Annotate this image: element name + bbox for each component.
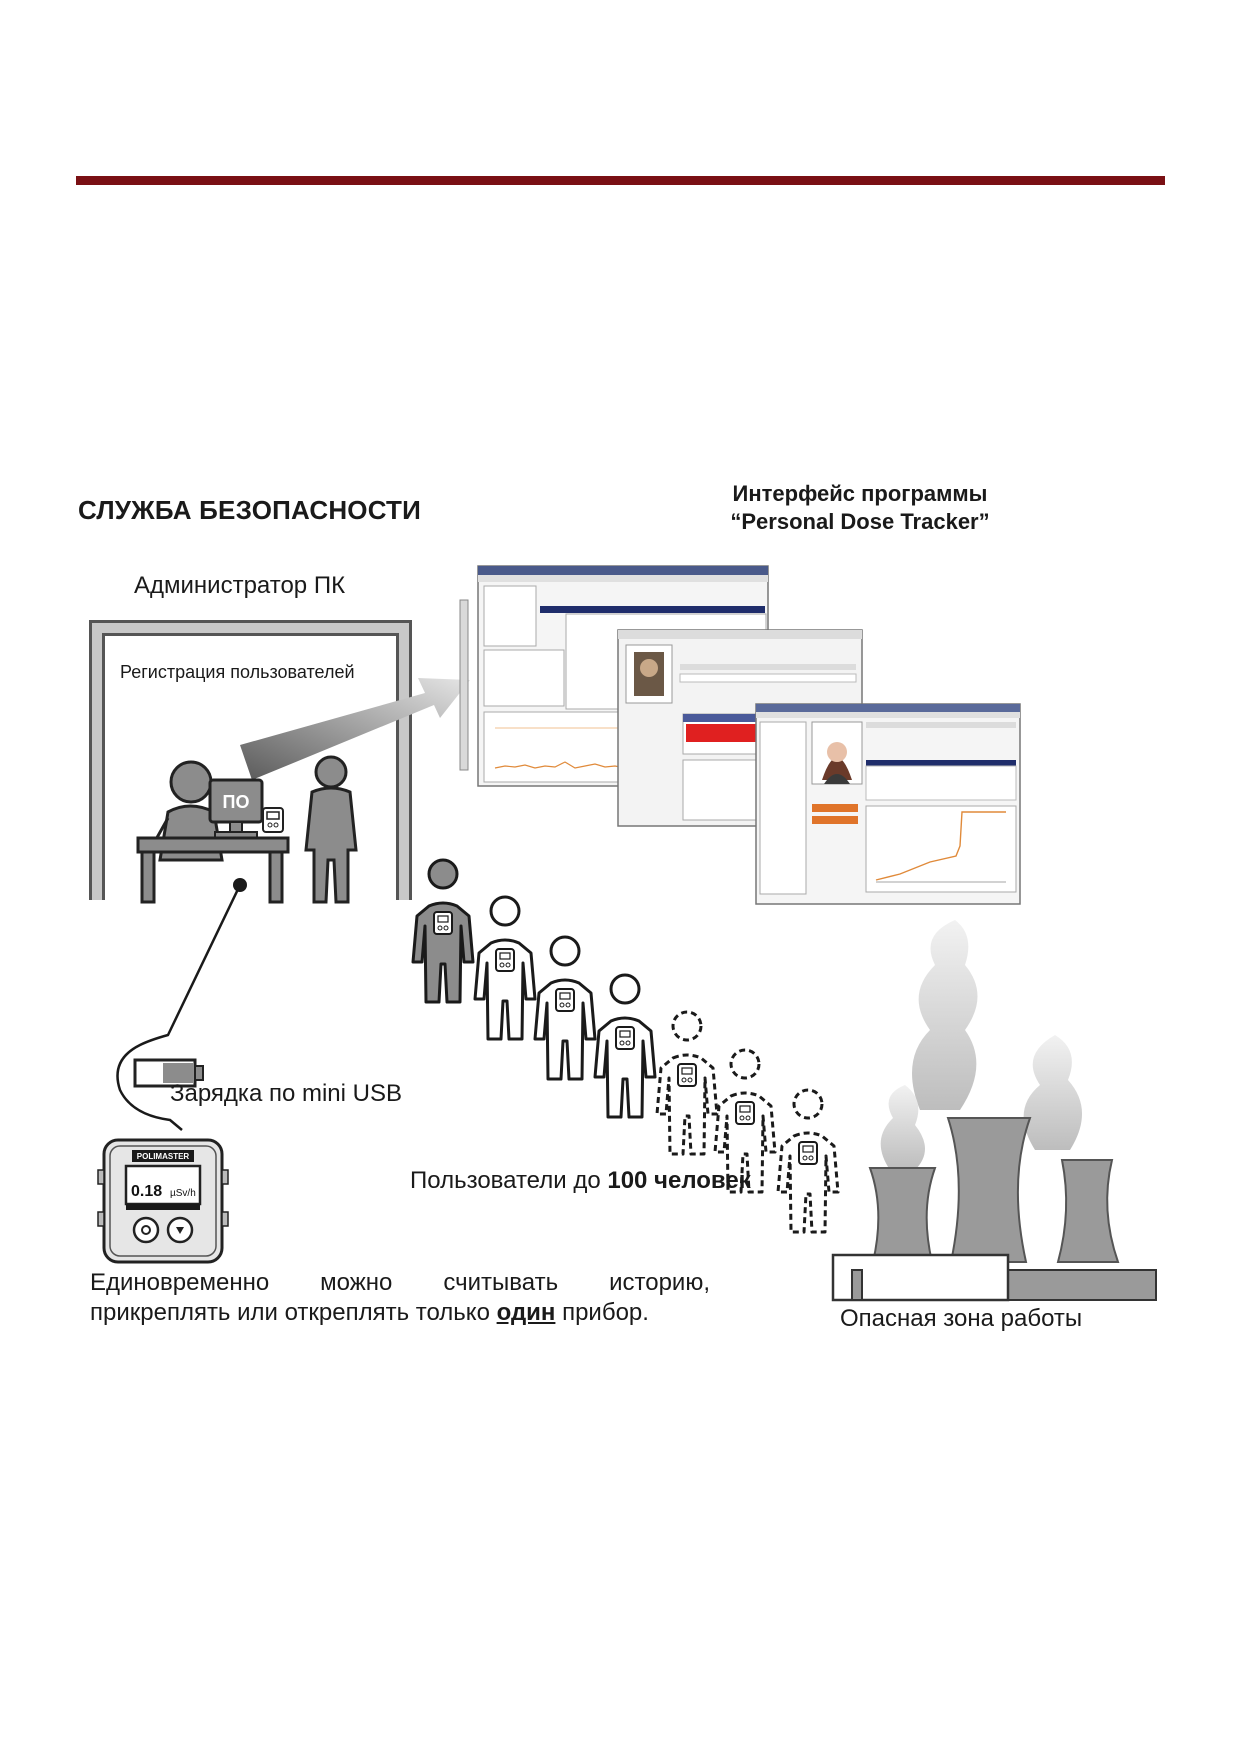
worn-dosimeter-button (808, 1155, 814, 1161)
admin-pc-label: Администратор ПК (134, 572, 346, 599)
software-title-line1: Интерфейс программы (732, 481, 988, 506)
users-label-bold: 100 человек (607, 1167, 751, 1194)
screenshot-window-3 (755, 703, 1021, 905)
desk (136, 836, 290, 904)
worn-dosimeter (433, 911, 453, 935)
worn-dosimeter-screen (619, 1030, 631, 1038)
worn-dosimeter-screen (437, 915, 449, 923)
user-head (427, 858, 459, 890)
user-body (713, 1091, 777, 1194)
worn-dosimeter (555, 988, 575, 1012)
registration-room-frame (89, 620, 412, 900)
user-figure (593, 973, 657, 1119)
note-part2: прибор. (555, 1299, 649, 1326)
worn-dosimeter-button (443, 925, 449, 931)
device-left-button (132, 1216, 160, 1244)
user-figure (411, 858, 475, 1004)
single-device-note: Единовременно можно считывать историю, п… (90, 1268, 710, 1328)
worn-dosimeter (798, 1141, 818, 1165)
worn-dosimeter-button (505, 962, 511, 968)
dosimeter-device: POLIMASTER 0.18 µSv/h (97, 1138, 229, 1264)
user-figure (776, 1088, 840, 1234)
user-body (533, 978, 597, 1081)
battery-icon (133, 1058, 204, 1088)
device-unit: µSv/h (170, 1188, 196, 1199)
docking-device (262, 807, 284, 833)
worn-dosimeter-button (619, 1040, 625, 1046)
user-head (729, 1048, 761, 1080)
device-brand: POLIMASTER (137, 1152, 190, 1161)
worn-dosimeter-button (625, 1040, 631, 1046)
user-head (609, 973, 641, 1005)
users-count-label: Пользователи до 100 человек (410, 1167, 751, 1195)
worn-dosimeter-screen (681, 1067, 693, 1075)
software-interface-title: Интерфейс программы “Personal Dose Track… (690, 480, 1030, 536)
user-body (593, 1016, 657, 1119)
user-figure (533, 935, 597, 1081)
worn-dosimeter-button (499, 962, 505, 968)
worn-dosimeter (677, 1063, 697, 1087)
worn-dosimeter (615, 1026, 635, 1050)
worn-dosimeter (735, 1101, 755, 1125)
worn-dosimeter (495, 948, 515, 972)
user-head (792, 1088, 824, 1120)
user-head (671, 1010, 703, 1042)
usb-cable (116, 884, 242, 1131)
worn-dosimeter-button (739, 1115, 745, 1121)
user-body (655, 1053, 719, 1156)
section-title: СЛУЖБА БЕЗОПАСНОСТИ (78, 495, 422, 525)
user-figure (473, 895, 537, 1041)
worn-dosimeter-button (565, 1002, 571, 1008)
nuclear-plant (831, 1117, 1157, 1302)
note-underlined: один (496, 1299, 556, 1326)
worn-dosimeter-button (559, 1002, 565, 1008)
cooling-tower-smoke (880, 920, 1083, 1170)
top-rule (76, 176, 1165, 185)
admin-desk-scene: ПО (136, 755, 358, 904)
pc-software-label: ПО (223, 792, 250, 812)
software-title-line2: “Personal Dose Tracker” (730, 509, 990, 534)
worn-dosimeter-button (681, 1077, 687, 1083)
worn-dosimeter-screen (499, 952, 511, 960)
worn-dosimeter-button (687, 1077, 693, 1083)
user-figure (713, 1048, 777, 1194)
user-body (473, 938, 537, 1041)
worn-dosimeter-screen (739, 1105, 751, 1113)
user-head (489, 895, 521, 927)
danger-zone-label: Опасная зона работы (840, 1305, 1083, 1332)
users-queue (411, 858, 840, 1234)
worn-dosimeter-button (437, 925, 443, 931)
users-label-prefix: Пользователи до (410, 1167, 608, 1194)
device-dose-reading: 0.18 (131, 1183, 162, 1200)
software-screenshots (459, 565, 1021, 905)
charging-label: Зарядка по mini USB (170, 1080, 402, 1107)
user-body (776, 1131, 840, 1234)
worn-dosimeter-button (802, 1155, 808, 1161)
worn-dosimeter-button (745, 1115, 751, 1121)
worn-dosimeter-screen (559, 992, 571, 1000)
user-head (549, 935, 581, 967)
user-registration-label: Регистрация пользователей (120, 662, 355, 682)
user-body (411, 901, 475, 1004)
standing-user-figure (304, 755, 358, 904)
transfer-arrow (240, 678, 470, 780)
note-part1: Единовременно можно считывать историю, п… (90, 1269, 710, 1326)
user-figure (655, 1010, 719, 1156)
worn-dosimeter-screen (802, 1145, 814, 1153)
